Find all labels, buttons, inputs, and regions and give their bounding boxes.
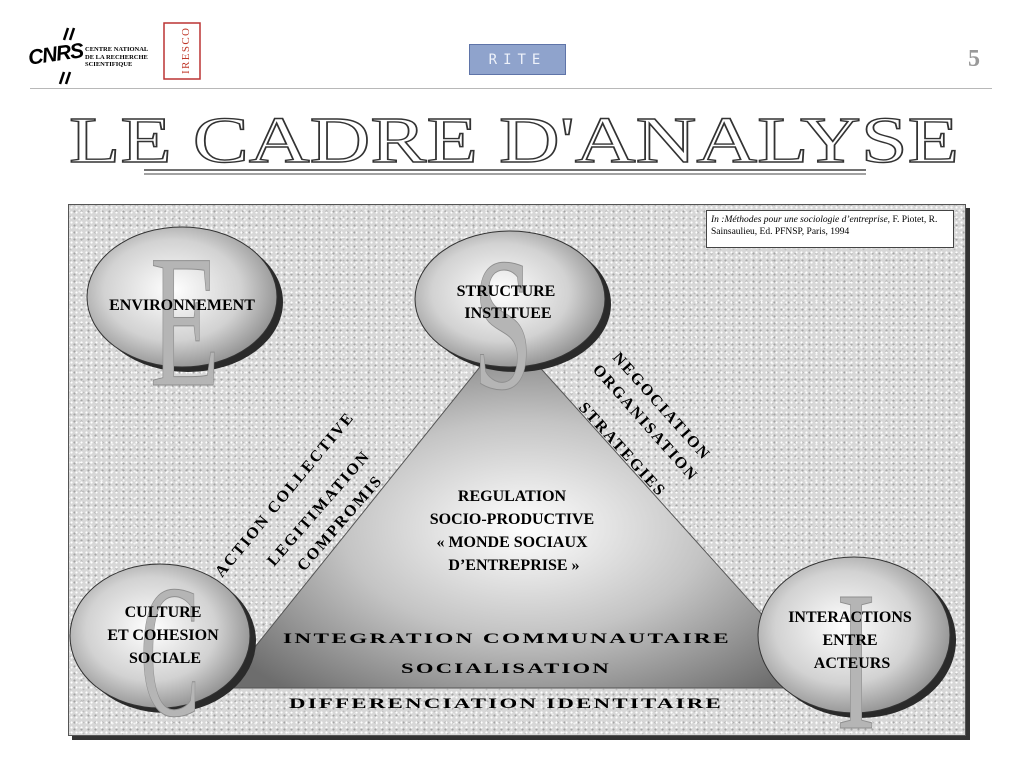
header-divider — [30, 88, 992, 89]
culture-label-line: CULTURE — [125, 604, 202, 621]
center-label-line: REGULATION — [458, 488, 567, 505]
node-culture: C — [69, 547, 256, 734]
bottom-label: INTEGRATION COMMUNAUTAIRE — [283, 631, 731, 647]
analysis-framework-diagram: E ENVIRONNEMENT S C I STRUCTURE INSTITUE… — [69, 217, 956, 734]
page-title-text: LE CADRE D'ANALYSE — [69, 104, 959, 177]
interactions-label: INTERACTIONS ENTRE ACTEURS — [788, 609, 916, 672]
letter-e: E — [150, 217, 220, 427]
page-number: 5 — [968, 46, 980, 72]
cnrs-logo: CNRS — [28, 27, 85, 85]
letter-s: S — [473, 220, 533, 430]
bottom-label: DIFFERENCIATION IDENTITAIRE — [289, 696, 723, 712]
structure-label-line: INSTITUEE — [464, 305, 551, 322]
interactions-label-line: INTERACTIONS — [788, 609, 912, 626]
culture-label: CULTURE ET COHESION SOCIALE — [107, 604, 222, 667]
cnrs-institution-name: CENTRE NATIONAL DE LA RECHERCHE SCIENTIF… — [85, 46, 148, 69]
node-structure: S — [414, 220, 611, 431]
center-label-line: SOCIO-PRODUCTIVE — [430, 511, 594, 528]
rite-label-box: RITE — [469, 44, 566, 75]
interactions-label-line: ACTEURS — [814, 655, 891, 672]
node-interactions: I — [757, 551, 956, 734]
interactions-label-line: ENTRE — [822, 632, 877, 649]
regulation-triangle — [220, 331, 830, 689]
page-title: LE CADRE D'ANALYSE — [68, 103, 959, 177]
citation-rest: F. Piotet, R. Sainsaulieu, Ed. PFNSP, Pa… — [711, 215, 938, 237]
cnrs-logo-text: CNRS — [28, 39, 85, 70]
letter-i: I — [836, 551, 876, 734]
citation-work: Méthodes pour une sociologie d’entrepris… — [724, 215, 891, 225]
center-label-line: « MONDE SOCIAUX — [436, 534, 588, 551]
citation-box: In :Méthodes pour une sociologie d’entre… — [706, 210, 954, 248]
cnrs-name-line: SCIENTIFIQUE — [85, 61, 133, 68]
environnement-label: ENVIRONNEMENT — [109, 297, 255, 314]
structure-label: STRUCTURE INSTITUEE — [457, 283, 560, 322]
culture-label-line: ET COHESION — [107, 627, 219, 644]
iresco-logo-text: IRESCO — [180, 28, 192, 74]
cnrs-name-line: CENTRE NATIONAL — [85, 46, 149, 53]
cnrs-name-line: DE LA RECHERCHE — [85, 53, 148, 61]
bottom-label: SOCIALISATION — [401, 661, 611, 677]
center-label-line: D’ENTREPRISE » — [448, 557, 579, 574]
structure-label-line: STRUCTURE — [457, 283, 556, 300]
center-label: REGULATION SOCIO-PRODUCTIVE « MONDE SOCI… — [430, 488, 598, 574]
citation-prefix: In : — [711, 215, 725, 225]
letter-c: C — [140, 547, 200, 734]
node-environnement: E ENVIRONNEMENT — [86, 217, 283, 428]
iresco-logo: IRESCO — [163, 22, 201, 80]
culture-label-line: SOCIALE — [129, 650, 201, 667]
